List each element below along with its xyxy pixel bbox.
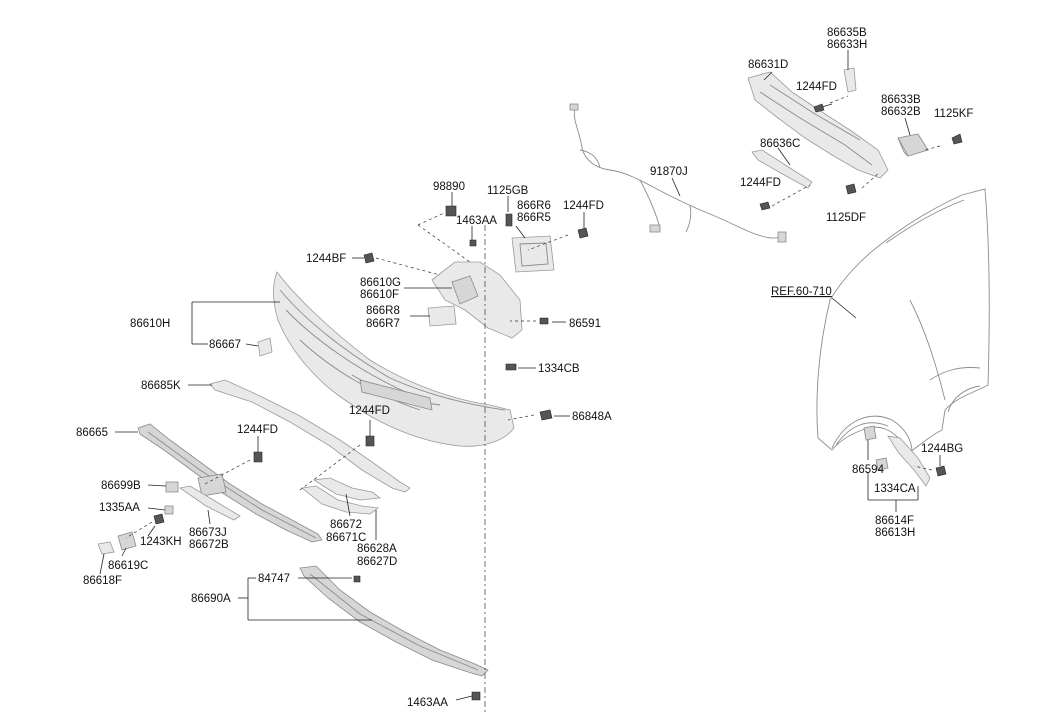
part-label: 84747 xyxy=(258,573,290,585)
part-label: 86594 xyxy=(852,464,885,476)
reference-label: REF.60-710 xyxy=(771,286,832,298)
screw-1243KH xyxy=(153,513,165,525)
wiring-harness xyxy=(569,103,787,243)
part-label: 1334CB xyxy=(538,363,580,375)
part-label: 86631D xyxy=(748,59,788,71)
license-lamp-frame xyxy=(511,235,555,273)
bolt-1244FD-b xyxy=(759,201,771,211)
bolt-1244FD-d xyxy=(365,435,375,447)
part-label: 866R8 xyxy=(366,305,400,317)
part-label: 86699B xyxy=(101,480,141,492)
trim-86673J xyxy=(178,485,241,521)
clip-86699B xyxy=(165,481,179,493)
part-label: 86671C xyxy=(326,532,366,544)
reflector-86667 xyxy=(257,337,273,357)
part-label: 1244FD xyxy=(349,405,390,417)
part-label: 86610G xyxy=(360,277,401,289)
bracket-86633B xyxy=(897,133,929,157)
upper-garnish-86685K xyxy=(209,379,411,493)
bolt-1125KF xyxy=(951,133,963,145)
trim-86628A xyxy=(301,485,380,515)
part-label: 866R6 xyxy=(517,200,551,212)
part-label: 86614F xyxy=(875,515,914,527)
nut-1463AA-bot xyxy=(471,691,481,701)
part-label: 86613H xyxy=(875,527,915,539)
energy-absorber-86690A xyxy=(299,565,489,677)
skid-plate-86665 xyxy=(137,423,323,543)
bolt-1244BG xyxy=(935,465,947,477)
bracket-86618F xyxy=(97,541,115,555)
clip-1335AA xyxy=(164,505,174,515)
part-label: 1335AA xyxy=(99,502,140,514)
fasteners xyxy=(153,103,963,701)
rear-beam-bracket xyxy=(747,67,889,179)
bolt-1244FD-e xyxy=(253,451,263,463)
assembly-guides xyxy=(125,95,941,715)
part-label: 86632B xyxy=(881,106,921,118)
part-label: 86619C xyxy=(108,560,148,572)
bracket-86619C xyxy=(117,531,137,551)
part-label: 1244FD xyxy=(740,177,781,189)
part-label: 1463AA xyxy=(456,215,497,227)
clip-86848A xyxy=(539,409,553,421)
clip-84747 xyxy=(353,575,361,583)
bolt-1244FD-a xyxy=(813,103,825,113)
side-bracket-86614F xyxy=(863,425,931,487)
bolt-1125GB xyxy=(505,213,513,227)
reflector-866R8 xyxy=(427,305,457,327)
part-label: 866R7 xyxy=(366,318,400,330)
rear-bumper-cover xyxy=(272,271,515,447)
bumper-bracket-86610G xyxy=(431,261,523,339)
clip-98890 xyxy=(445,205,457,217)
part-label: 86672 xyxy=(330,519,362,531)
part-label: 86618F xyxy=(83,575,122,587)
part-label: 86672B xyxy=(189,539,229,551)
trim-86672 xyxy=(312,477,382,501)
part-label: 1244BG xyxy=(921,443,963,455)
part-label: 1244FD xyxy=(796,81,837,93)
part-label: 86610F xyxy=(360,289,399,301)
part-label: 86690A xyxy=(191,593,231,605)
part-label: 1463AA xyxy=(407,697,448,709)
part-label: 866R5 xyxy=(517,212,551,224)
bolt-86591 xyxy=(539,317,549,325)
bolt-1244FD-c xyxy=(577,227,589,239)
part-label: 86667 xyxy=(209,339,241,351)
part-label: 86633B xyxy=(881,94,921,106)
part-label: 1244FD xyxy=(563,200,604,212)
part-label: 86685K xyxy=(141,380,181,392)
part-label: 91870J xyxy=(650,166,688,178)
part-label: 1244FD xyxy=(237,424,278,436)
part-label: 86633H xyxy=(827,39,867,51)
part-label: 1125DF xyxy=(826,212,866,224)
part-label: 86610H xyxy=(130,318,170,330)
rear-quarter-panel xyxy=(816,188,990,453)
leader-lines xyxy=(99,50,941,701)
part-labels: 86635B 86633H 86631D 1244FD 86633B 86632… xyxy=(76,27,973,709)
part-label: 86635B xyxy=(827,27,867,39)
nut-1463AA-top xyxy=(469,239,477,247)
part-label: 86673J xyxy=(189,527,227,539)
part-label: 1125KF xyxy=(934,108,973,120)
part-label: 1334CA xyxy=(874,483,916,495)
part-label: 86628A xyxy=(357,543,397,555)
part-label: 86627D xyxy=(357,556,397,568)
bolt-1125DF xyxy=(845,183,857,195)
part-label: 1244BF xyxy=(306,253,346,265)
part-label: 1125GB xyxy=(487,185,529,197)
part-label: 86591 xyxy=(569,318,601,330)
part-label: 1243KH xyxy=(140,536,182,548)
clip-1334CB xyxy=(505,363,517,371)
bolt-1244BF xyxy=(363,252,375,264)
part-label: 86848A xyxy=(572,411,612,423)
part-label: 86636C xyxy=(760,138,800,150)
part-label: 98890 xyxy=(433,181,465,193)
part-label: 86665 xyxy=(76,427,108,439)
